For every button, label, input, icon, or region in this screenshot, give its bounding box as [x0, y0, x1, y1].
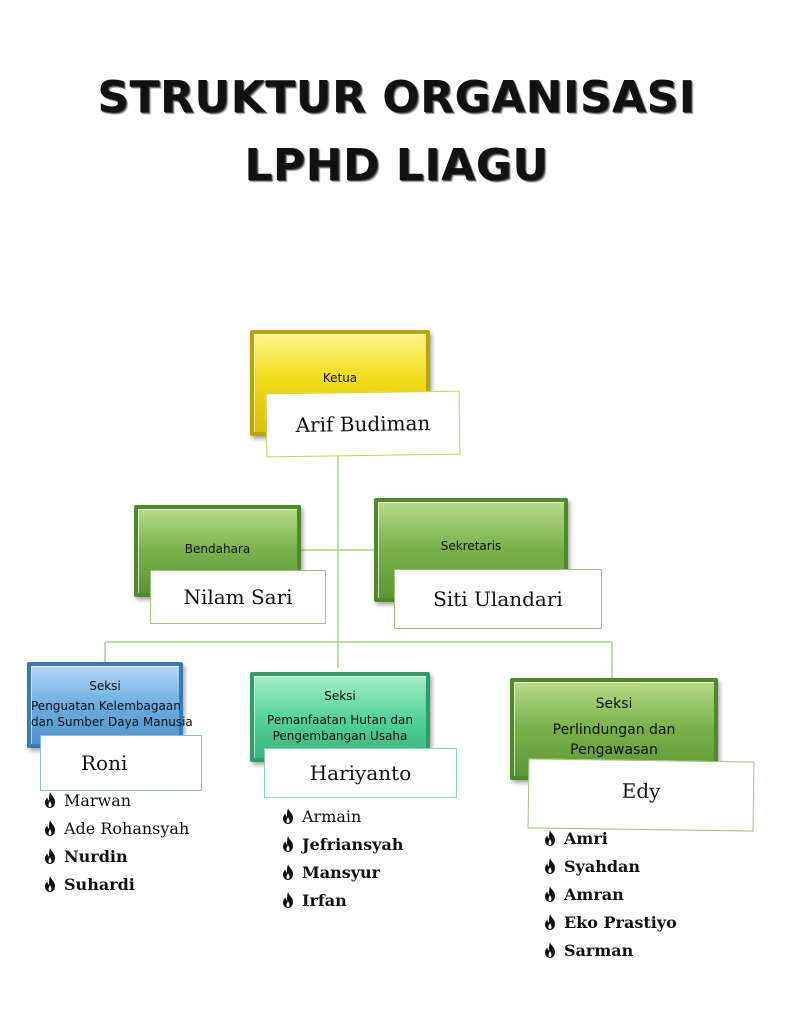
- flame-icon: [545, 886, 555, 902]
- flame-icon: [45, 820, 55, 836]
- member-name: Ade Rohansyah: [64, 818, 190, 838]
- member-item: Mansyur: [280, 858, 403, 886]
- title-line-2: LPHD LIAGU: [244, 140, 549, 191]
- member-item: Eko Prastiyo: [542, 908, 677, 936]
- member-item: Irfan: [280, 886, 403, 914]
- seksi2-role-line2: Pemanfaatan Hutan dan: [267, 713, 413, 727]
- seksi1-role-line1: Seksi: [89, 679, 121, 693]
- member-name: Amri: [564, 828, 608, 848]
- member-name: Mansyur: [302, 862, 381, 882]
- member-item: Amri: [542, 824, 677, 852]
- member-name: Nurdin: [64, 846, 128, 866]
- sekretaris-role: Sekretaris: [440, 539, 502, 553]
- flame-icon: [45, 792, 55, 808]
- seksi2-name: Hariyanto: [264, 748, 457, 798]
- ketua-name: Arif Budiman: [265, 390, 461, 458]
- member-name: Suhardi: [64, 874, 135, 894]
- flame-icon: [283, 864, 293, 880]
- seksi3-name: Edy: [527, 758, 755, 832]
- member-name: Amran: [564, 884, 624, 904]
- seksi1-box: Seksi Penguatan Kelembagaan dan Sumber D…: [27, 662, 193, 748]
- flame-icon: [545, 914, 555, 930]
- member-name: Syahdan: [564, 856, 641, 876]
- title-line-1: STRUKTUR ORGANISASI: [97, 72, 696, 123]
- member-item: Nurdin: [42, 842, 189, 870]
- flame-icon: [45, 848, 55, 864]
- seksi2-role-line1: Seksi: [324, 689, 356, 703]
- member-name: Sarman: [564, 940, 634, 960]
- flame-icon: [283, 836, 293, 852]
- member-name: Jefriansyah: [302, 834, 404, 854]
- seksi1-role-line3: dan Sumber Daya Manusia: [31, 715, 193, 729]
- flame-icon: [283, 808, 293, 824]
- member-item: Marwan: [42, 786, 189, 814]
- seksi3-role-line3: Pengawasan: [570, 742, 658, 758]
- member-name: Eko Prastiyo: [564, 912, 677, 932]
- sekretaris-name: Siti Ulandari: [394, 569, 602, 629]
- seksi3-role-line2: Perlindungan dan: [552, 722, 676, 738]
- member-item: Syahdan: [542, 852, 677, 880]
- bendahara-name: Nilam Sari: [150, 570, 326, 624]
- member-name: Irfan: [302, 890, 347, 910]
- member-item: Amran: [542, 880, 677, 908]
- flame-icon: [545, 858, 555, 874]
- member-item: Armain: [280, 802, 403, 830]
- seksi2-box: Seksi Pemanfaatan Hutan dan Pengembangan…: [250, 672, 430, 762]
- ketua-role: Ketua: [322, 371, 358, 385]
- seksi2-role-line3: Pengembangan Usaha: [272, 729, 408, 743]
- flame-icon: [545, 942, 555, 958]
- seksi1-name: Roni: [40, 735, 202, 791]
- bendahara-role: Bendahara: [184, 542, 251, 556]
- seksi1-role-line2: Penguatan Kelembagaan: [31, 699, 181, 713]
- member-item: Ade Rohansyah: [42, 814, 189, 842]
- seksi3-role-line1: Seksi: [595, 696, 633, 712]
- member-item: Suhardi: [42, 870, 189, 898]
- member-item: Sarman: [542, 936, 677, 964]
- flame-icon: [283, 892, 293, 908]
- member-name: Marwan: [64, 790, 132, 810]
- member-name: Armain: [302, 806, 362, 826]
- flame-icon: [545, 830, 555, 846]
- member-item: Jefriansyah: [280, 830, 403, 858]
- flame-icon: [45, 876, 55, 892]
